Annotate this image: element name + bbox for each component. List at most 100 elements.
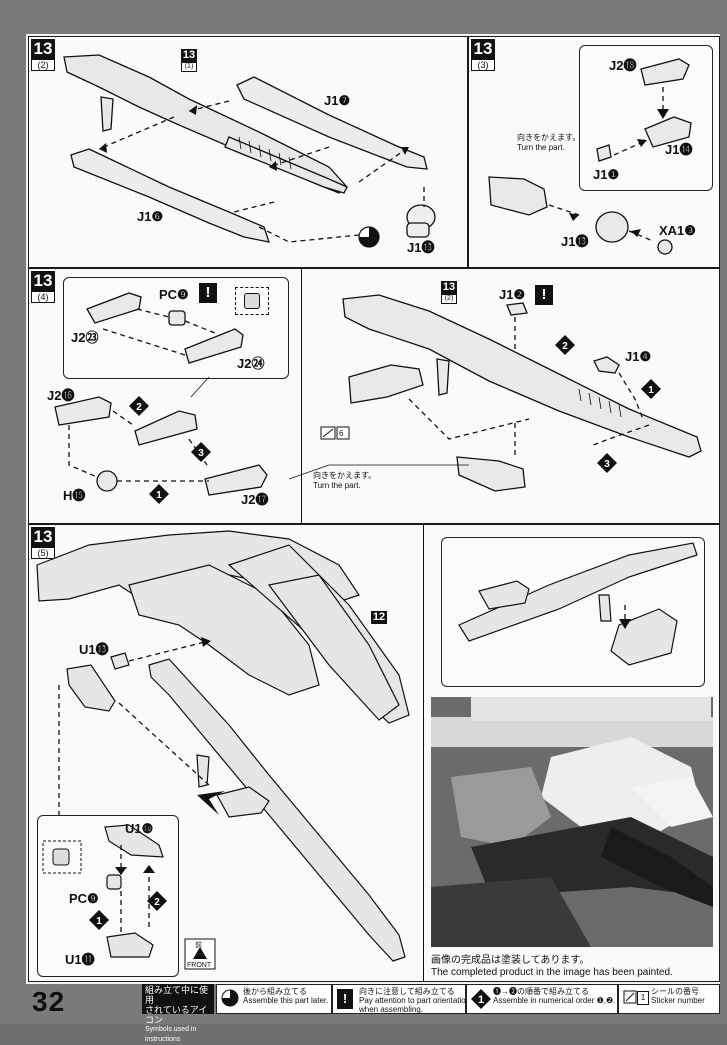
legend-title-jp-line1: 組み立て中に使用 <box>145 985 209 1005</box>
reference-step-badge: 13 (2) <box>441 281 457 304</box>
legend-title: 組み立て中に使用 されているアイコン Symbols used in instr… <box>142 984 214 1043</box>
part-label-j2-17: J2⓱ <box>241 492 269 507</box>
step-substep: (2) <box>31 59 55 71</box>
turn-part-text-en: Turn the part. <box>517 143 565 152</box>
svg-text:1: 1 <box>478 994 484 1006</box>
turn-part-text-jp: 向きをかえます。 <box>313 471 377 480</box>
svg-text:3: 3 <box>198 448 204 459</box>
part-label-j2-24: J2㉔ <box>237 356 265 371</box>
legend-title-en: Symbols used in instructions <box>145 1026 197 1043</box>
step-13-2-panel: 13 (2) 13 (1) <box>28 36 468 268</box>
part-label-j2-16: J2⓰ <box>47 388 75 403</box>
legend-text-jp: シールの番号 <box>651 987 699 996</box>
part-label-pc-9: PC❾ <box>159 287 189 302</box>
step-substep: (5) <box>31 547 55 559</box>
reference-step-substep: (2) <box>441 294 457 304</box>
assemble-later-icon <box>221 989 239 1007</box>
step-substep: (3) <box>471 59 495 71</box>
part-label-u1-13: U1⓭ <box>79 642 109 657</box>
legend-text-jp: 後から組み立てる <box>243 987 307 996</box>
turn-part-text-jp: 向きをかえます。 <box>517 133 581 142</box>
part-label-j1-14: J1⓮ <box>665 142 693 157</box>
orientation-detail <box>235 287 269 315</box>
turn-part-text-en: Turn the part. <box>313 481 361 490</box>
step-13-4-panel: 13 (4) ! ! 13 (2) <box>28 268 720 524</box>
panel-divider <box>301 269 302 523</box>
svg-text:2: 2 <box>562 341 568 352</box>
part-label-pc-9: PC❾ <box>69 891 99 906</box>
svg-text:1: 1 <box>156 490 162 501</box>
part-label-u1-11: U1⓫ <box>65 952 95 967</box>
svg-text:3: 3 <box>604 459 610 470</box>
step-number: 13 <box>31 527 55 547</box>
front-label-en: FRONT <box>187 962 212 969</box>
page-number: 32 <box>32 986 66 1017</box>
reference-step-badge: 12 <box>371 611 387 624</box>
legend-text-en: Assemble this part later. <box>243 996 329 1005</box>
step-badge: 13 (3) <box>471 39 495 71</box>
step-badge: 13 (2) <box>31 39 55 71</box>
step-13-3-panel: 13 (3) <box>468 36 720 268</box>
part-label-h-15: H⓯ <box>63 488 86 503</box>
step-number: 13 <box>471 39 495 59</box>
photo-caption-jp: 画像の完成品は塗装してあります。 <box>431 955 590 966</box>
reference-step-number: 13 <box>441 281 457 294</box>
step-number: 13 <box>31 271 55 291</box>
front-label-jp: 前 <box>195 942 202 949</box>
legend-text-en-line2: when assembling. <box>359 1005 424 1014</box>
step-number: 13 <box>31 39 55 59</box>
warning-icon: ! <box>337 989 353 1009</box>
svg-text:1: 1 <box>648 385 654 396</box>
reference-step-number: 13 <box>181 49 197 62</box>
step-badge: 13 (5) <box>31 527 55 559</box>
step-13-3-diagram <box>488 58 692 255</box>
svg-text:2: 2 <box>154 897 160 908</box>
part-label-j1-6: J1❻ <box>137 209 164 224</box>
photo-illustration <box>431 697 713 947</box>
part-label-j1-7: J1❼ <box>324 93 351 108</box>
part-label-u1-10: U1❿ <box>125 821 154 836</box>
legend-text-en-line1: Pay attention to part orientation <box>359 996 471 1005</box>
step-badge: 13 (4) <box>31 271 55 303</box>
sticker-number-box: 1 <box>637 991 649 1005</box>
part-label-j2-18: J2⓲ <box>609 58 637 73</box>
legend-title-jp-line2: されているアイコン <box>145 1005 208 1025</box>
part-label-j2-23: J2㉓ <box>71 330 99 345</box>
legend-text-jp: 向きに注意して組み立てる <box>359 987 455 996</box>
step-13-4-diagram: 2 3 1 1 3 2 <box>54 292 702 504</box>
sticker-number: 6 <box>339 429 344 438</box>
step-13-2-diagram <box>63 54 436 248</box>
numbered-order-icon: 1 <box>471 989 491 1009</box>
reference-step-badge: 13 (1) <box>181 49 197 72</box>
part-label-xa1-3: XA1❸ <box>659 223 696 238</box>
svg-text:2: 2 <box>136 402 142 413</box>
part-label-j1-13: J1⓭ <box>561 234 589 249</box>
reference-step-substep: (1) <box>181 62 197 72</box>
peg-detail-icon <box>244 293 260 309</box>
reference-step-number: 12 <box>371 611 387 624</box>
warning-icon: ! <box>199 283 217 303</box>
photo-caption-en: The completed product in the image has b… <box>431 967 673 978</box>
legend-text-jp: ❶→❷の順番で組み立てる <box>493 987 589 996</box>
step-substep: (4) <box>31 291 55 303</box>
part-label-j1-1: J1❶ <box>593 167 620 182</box>
step-13-5-diagram: 1 2 <box>36 530 698 970</box>
sticker-icon <box>623 990 637 1004</box>
warning-icon: ! <box>535 285 553 305</box>
step-13-5-panel: 13 (5) 12 <box>28 524 720 982</box>
panel-divider <box>423 525 424 981</box>
part-label-j1-4: J1❹ <box>625 349 652 364</box>
completed-product-photo <box>431 697 713 947</box>
part-label-j1-13: J1⓭ <box>407 240 435 255</box>
legend-text-en: Assemble in numerical order ❶,❷. <box>493 996 616 1005</box>
svg-text:1: 1 <box>96 916 102 927</box>
